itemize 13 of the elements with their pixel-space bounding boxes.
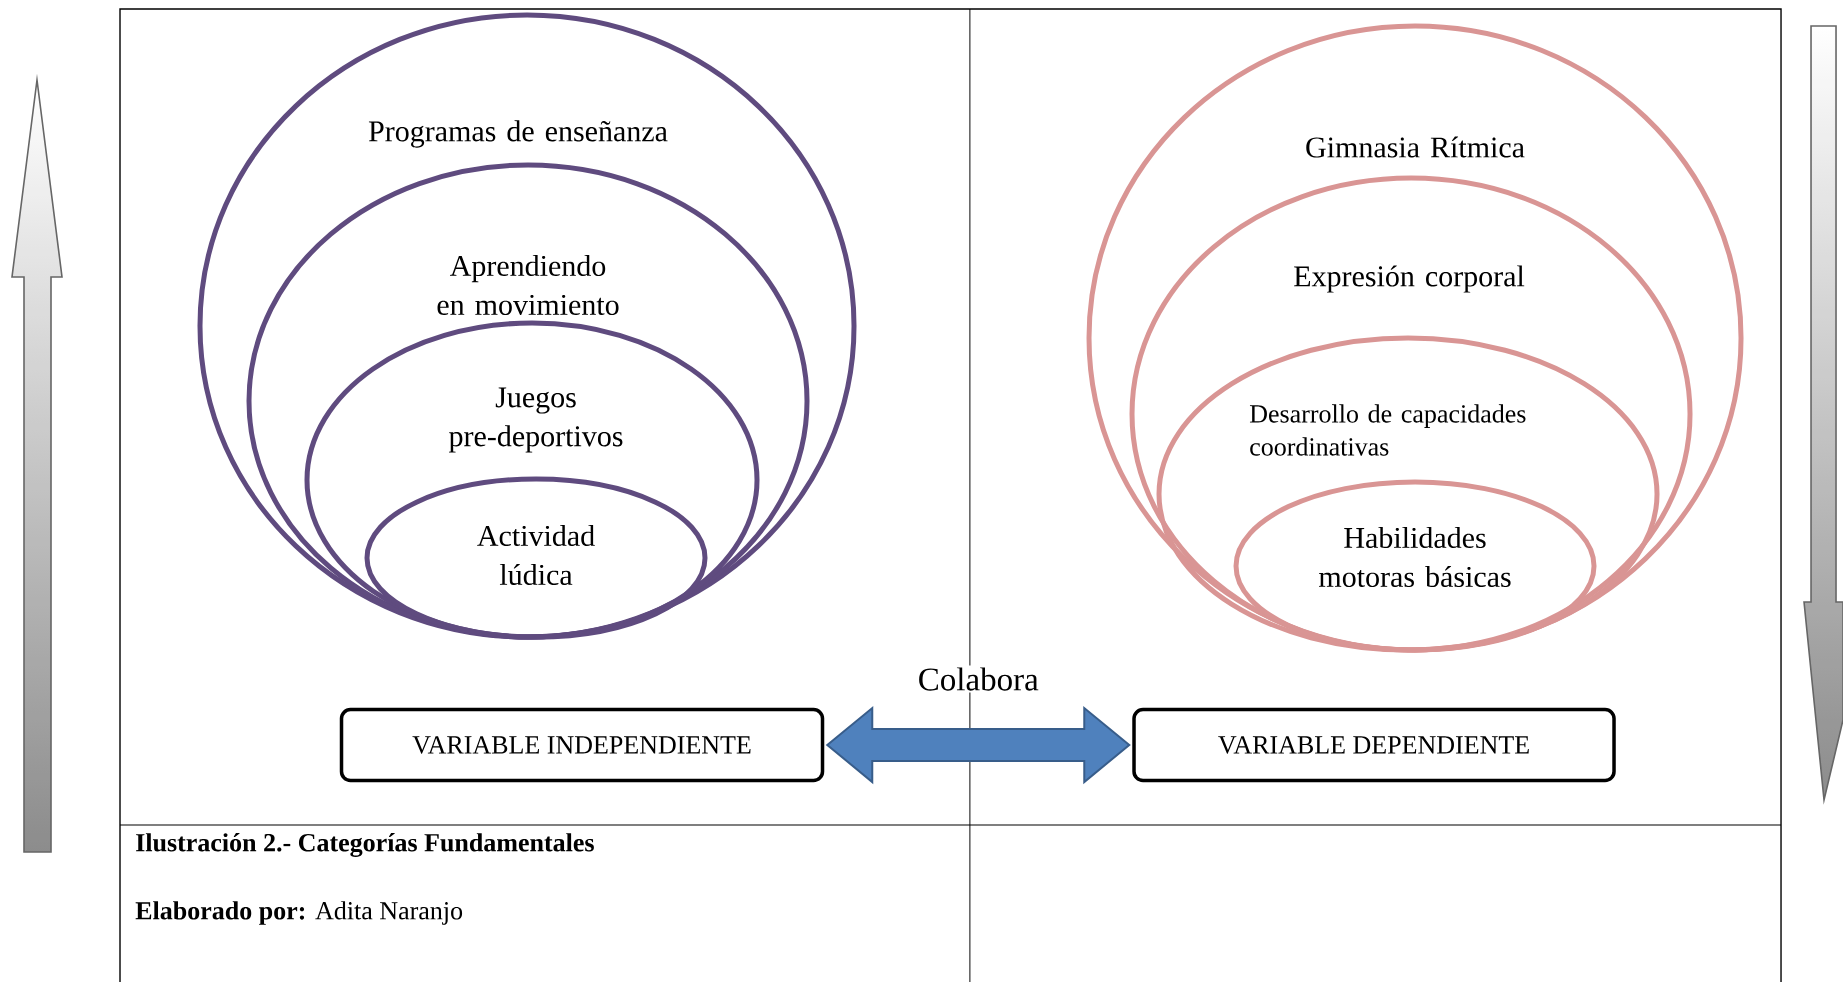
ellipse-label: Juegos pre-deportivos (449, 387, 623, 453)
ellipse-label: Actividad lúdica (477, 524, 595, 586)
caption: Ilustración 2.- Categorías Fundamentales (136, 833, 594, 857)
ellipse-label: Expresión corporal (1294, 265, 1525, 293)
ellipse-label: Habilidades motoras básicas (1319, 526, 1511, 588)
edge-label: Colabora (915, 665, 1041, 693)
variable-box: VARIABLE INDEPENDIENTE (339, 707, 825, 783)
ellipse-label: Gimnasia Rítmica (1306, 136, 1525, 158)
ellipse-label: Aprendiendo en movimiento (437, 254, 619, 316)
author-note: Elaborado por: Adita Naranjo (135, 901, 463, 925)
variable-box: VARIABLE DEPENDIENTE (1132, 707, 1616, 783)
ellipse-label: Desarrollo de capacidades coordinativas (1249, 404, 1526, 456)
ellipse-label: Programas de enseñanza (368, 120, 668, 148)
